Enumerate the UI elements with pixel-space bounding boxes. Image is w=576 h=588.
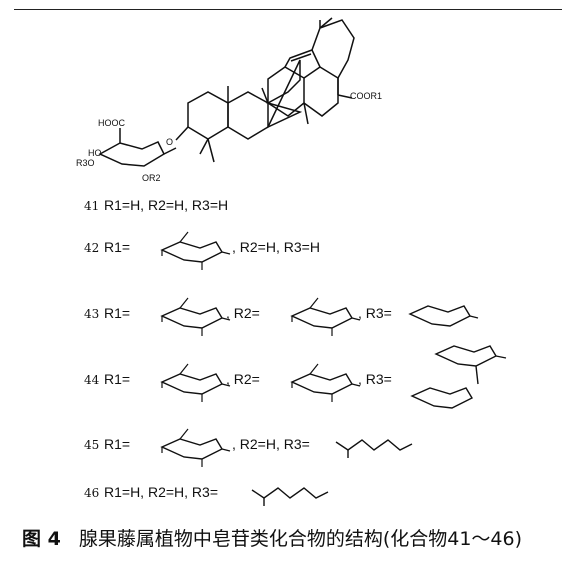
structure-diagram: COOR1 O HOOC HO R3O OR2 41 R1=H, R2=H, R… [76,17,507,506]
compound-41-number: 41 [84,199,99,213]
compound-46-number: 46 [84,486,99,500]
compound-42-glucose [161,231,231,271]
compound-43-glucose-r2 [291,297,361,337]
r3o-label: R3O [76,158,95,168]
compound-44-disaccharide [410,345,507,409]
figure-title: 腺果藤属植物中皂苷类化合物的结构(化合物41～46) [78,528,523,550]
glucuronic-acid-core [98,128,177,167]
compound-45-r1: R1= [104,436,130,452]
compound-46-open-chain [251,487,329,506]
compound-42-r1: R1= [104,239,130,255]
compound-43-r2: , R2= [226,305,260,321]
ether-o-label: O [166,137,173,147]
hooc-label: HOOC [98,118,126,128]
compound-45-open-chain [335,439,413,458]
compound-46-r: R1=H, R2=H, R3= [104,484,218,500]
compound-42-number: 42 [84,241,99,255]
compound-43-number: 43 [84,307,99,321]
or2-label: OR2 [142,173,161,183]
triterpene-core [175,17,355,163]
compound-41-r: R1=H, R2=H, R3=H [104,197,228,213]
compound-44-r2: , R2= [226,371,260,387]
compound-44-r3: , R3= [358,371,392,387]
compound-43-rhamnose [408,305,479,327]
compound-43-glucose-r1 [161,297,231,337]
figure-caption: 图 4 腺果藤属植物中皂苷类化合物的结构(化合物41～46) [22,524,562,554]
compound-45-rest: , R2=H, R3= [232,436,310,452]
compound-44-r1: R1= [104,371,130,387]
coor1-label: COOR1 [350,91,382,101]
figure-number: 图 4 [22,528,61,550]
compound-43-r3: , R3= [358,305,392,321]
compound-44-glucose-r1 [161,363,231,403]
compound-43-r1: R1= [104,305,130,321]
compound-42-rest: , R2=H, R3=H [232,239,320,255]
compound-45-number: 45 [84,438,99,452]
compound-44-glucose-r2 [291,363,361,403]
compound-45-glucose [161,428,231,468]
compound-44-number: 44 [84,373,100,387]
ho-label: HO [88,148,102,158]
top-rule [14,9,562,10]
